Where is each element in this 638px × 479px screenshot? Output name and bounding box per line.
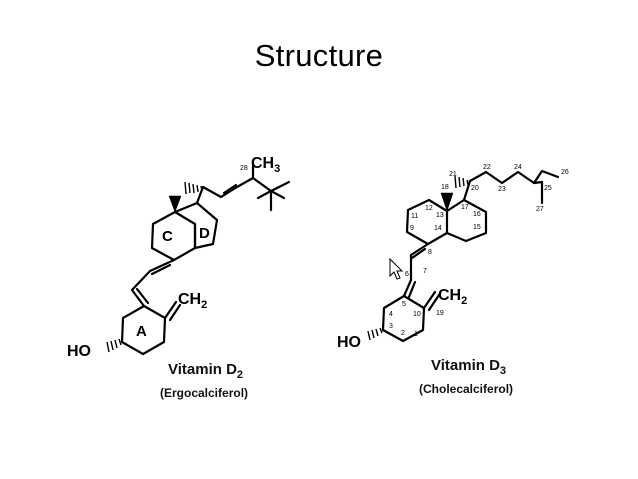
d3-ring-d [445,198,488,243]
svg-text:17: 17 [461,204,469,211]
svg-text:25: 25 [544,185,552,192]
d3-methylene-bond [422,290,437,310]
d2-methylene-double [168,303,182,322]
d2-c28-number: 28 [240,165,248,172]
svg-text:12: 12 [425,205,433,212]
d3-c5-c6-bond [402,278,413,298]
d2-ring-d [173,201,219,250]
svg-text:14: 14 [434,225,442,232]
svg-text:5: 5 [402,301,406,308]
d2-ring-a-label: A [136,323,147,340]
slide-title: Structure [254,38,384,73]
d2-ch3-label: CH3 [251,155,280,175]
d2-ring-c [150,210,197,262]
svg-text:7: 7 [423,268,427,275]
d2-c5-c6-double [135,287,150,305]
d3-hydroxyl-hash [367,327,383,341]
d2-c6-c7-bond [130,269,152,292]
d2-hydroxyl-label: HO [67,343,91,360]
svg-text:2: 2 [401,330,405,337]
d2-c5-c6-bond [130,288,146,308]
d2-isopropyl-end [269,180,291,193]
d2-ch2-label: CH2 [178,291,207,311]
svg-text:16: 16 [473,211,481,218]
d2-ring-d-label: D [199,225,210,242]
svg-text:15: 15 [473,224,481,231]
vitamin-d3-common-name: (Cholecalciferol) [419,382,513,396]
d3-c8-double [410,247,427,260]
svg-text:11: 11 [411,213,418,220]
d2-side-chain-double-bond [222,183,238,195]
svg-text:3: 3 [389,323,393,330]
vitamin-d2-name: Vitamin D2 [168,361,243,381]
d2-side-chain [201,176,273,199]
vitamin-d2-common-name: (Ergocalciferol) [160,386,248,400]
svg-text:24: 24 [514,164,522,171]
svg-text:20: 20 [471,185,479,192]
svg-text:10: 10 [413,311,421,318]
svg-text:21: 21 [449,171,457,178]
d3-carbon-numbers: 1 2 3 4 5 6 7 8 9 10 11 12 13 14 15 16 1… [389,164,569,338]
vitamin-d3-name: Vitamin D3 [431,357,506,377]
d2-angular-methyl-wedge [168,195,182,213]
d2-c8-bond [148,258,176,273]
svg-text:8: 8 [428,249,432,256]
svg-text:18: 18 [441,184,449,191]
vitamin-d2-structure: CH3 28 CH2 HO A C D Vitamin D2 (Ergocalc… [67,155,291,400]
d3-ch2-label: CH2 [438,287,467,307]
d2-methylene-bond [163,300,178,320]
d3-c17-c20-bond [462,179,472,202]
d2-ring-c-label: C [162,228,173,245]
svg-text:4: 4 [389,311,393,318]
d2-hydroxyl-hash [106,338,122,353]
svg-text:22: 22 [483,164,491,171]
d2-hashed-methyl [184,181,203,195]
d3-hydroxyl-label: HO [337,334,361,351]
svg-text:9: 9 [410,225,414,232]
svg-text:23: 23 [498,186,506,193]
svg-text:27: 27 [536,206,544,213]
d3-side-chain [468,169,560,185]
mouse-cursor-icon [389,257,404,280]
d3-hashed-methyl [454,175,469,189]
d3-c5-c6-double [407,280,417,299]
svg-text:1: 1 [414,331,418,338]
d3-c8-bond [409,242,430,257]
d2-c8-double [150,263,172,276]
svg-text:13: 13 [436,212,444,219]
d3-angular-methyl-wedge [440,192,454,212]
svg-text:6: 6 [405,271,409,278]
svg-text:19: 19 [436,310,444,317]
vitamin-d3-structure: CH2 HO 1 2 3 4 5 6 7 8 9 10 11 12 13 14 … [337,164,569,396]
d3-methylene-double [427,293,441,312]
d3-c24-c25-bond [532,180,544,185]
svg-text:26: 26 [561,169,569,176]
